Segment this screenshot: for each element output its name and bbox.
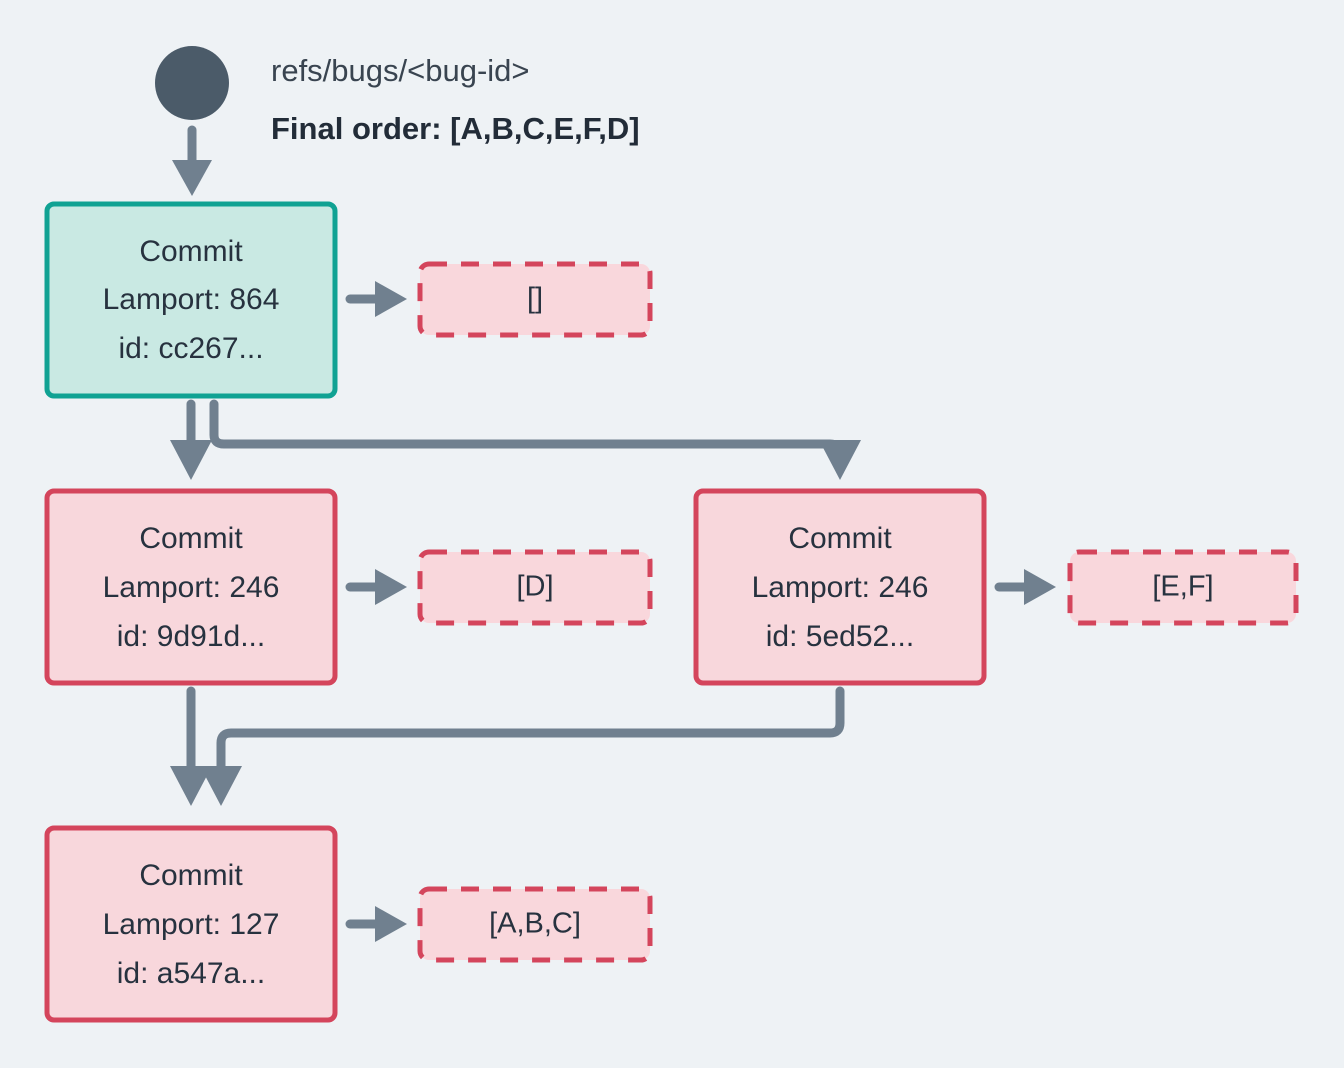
commit-hash: id: cc267...: [118, 332, 263, 365]
commit-title: Commit: [139, 522, 243, 555]
commit-node-5ed52[interactable]: Commit Lamport: 246 id: 5ed52...: [693, 488, 987, 686]
commit-node-a547a[interactable]: Commit Lamport: 127 id: a547a...: [44, 825, 338, 1023]
final-order-label: Final order: [A,B,C,E,F,D]: [271, 111, 640, 146]
edge-9d91d-to-a547a: [170, 686, 212, 806]
commit-hash: id: a547a...: [117, 957, 265, 990]
edge-9d91d-to-annotation: [345, 569, 407, 605]
edge-root-to-cc267: [172, 125, 212, 196]
annotation-label: [D]: [516, 571, 553, 603]
commit-hash: id: 5ed52...: [766, 620, 914, 653]
annotation-label: [A,B,C]: [489, 908, 581, 940]
commit-title: Commit: [788, 522, 892, 555]
edge-cc267-to-9d91d: [170, 399, 212, 480]
ref-root-node[interactable]: [155, 46, 229, 120]
annotation-box-a547a: [A,B,C]: [417, 886, 653, 963]
commit-title: Commit: [139, 859, 243, 892]
annotation-label: [E,F]: [1152, 571, 1213, 603]
commit-title: Commit: [139, 235, 243, 268]
annotation-box-9d91d: [D]: [417, 549, 653, 626]
commit-lamport: Lamport: 127: [103, 908, 280, 941]
edge-5ed52-to-a547a: [200, 686, 845, 806]
edge-cc267-to-annotation: [345, 281, 407, 317]
commit-lamport: Lamport: 246: [103, 571, 280, 604]
commit-lamport: Lamport: 864: [103, 283, 280, 316]
annotation-box-cc267: []: [417, 261, 653, 338]
annotation-label: []: [527, 283, 543, 315]
commit-hash: id: 9d91d...: [117, 620, 265, 653]
edge-5ed52-to-annotation: [994, 569, 1056, 605]
commit-node-9d91d[interactable]: Commit Lamport: 246 id: 9d91d...: [44, 488, 338, 686]
commit-node-cc267[interactable]: Commit Lamport: 864 id: cc267...: [44, 201, 338, 399]
commit-lamport: Lamport: 246: [752, 571, 929, 604]
ref-path-label: refs/bugs/<bug-id>: [271, 53, 530, 88]
edge-cc267-to-5ed52: [209, 399, 861, 480]
edge-a547a-to-annotation: [345, 906, 407, 942]
annotation-box-5ed52: [E,F]: [1067, 549, 1299, 626]
